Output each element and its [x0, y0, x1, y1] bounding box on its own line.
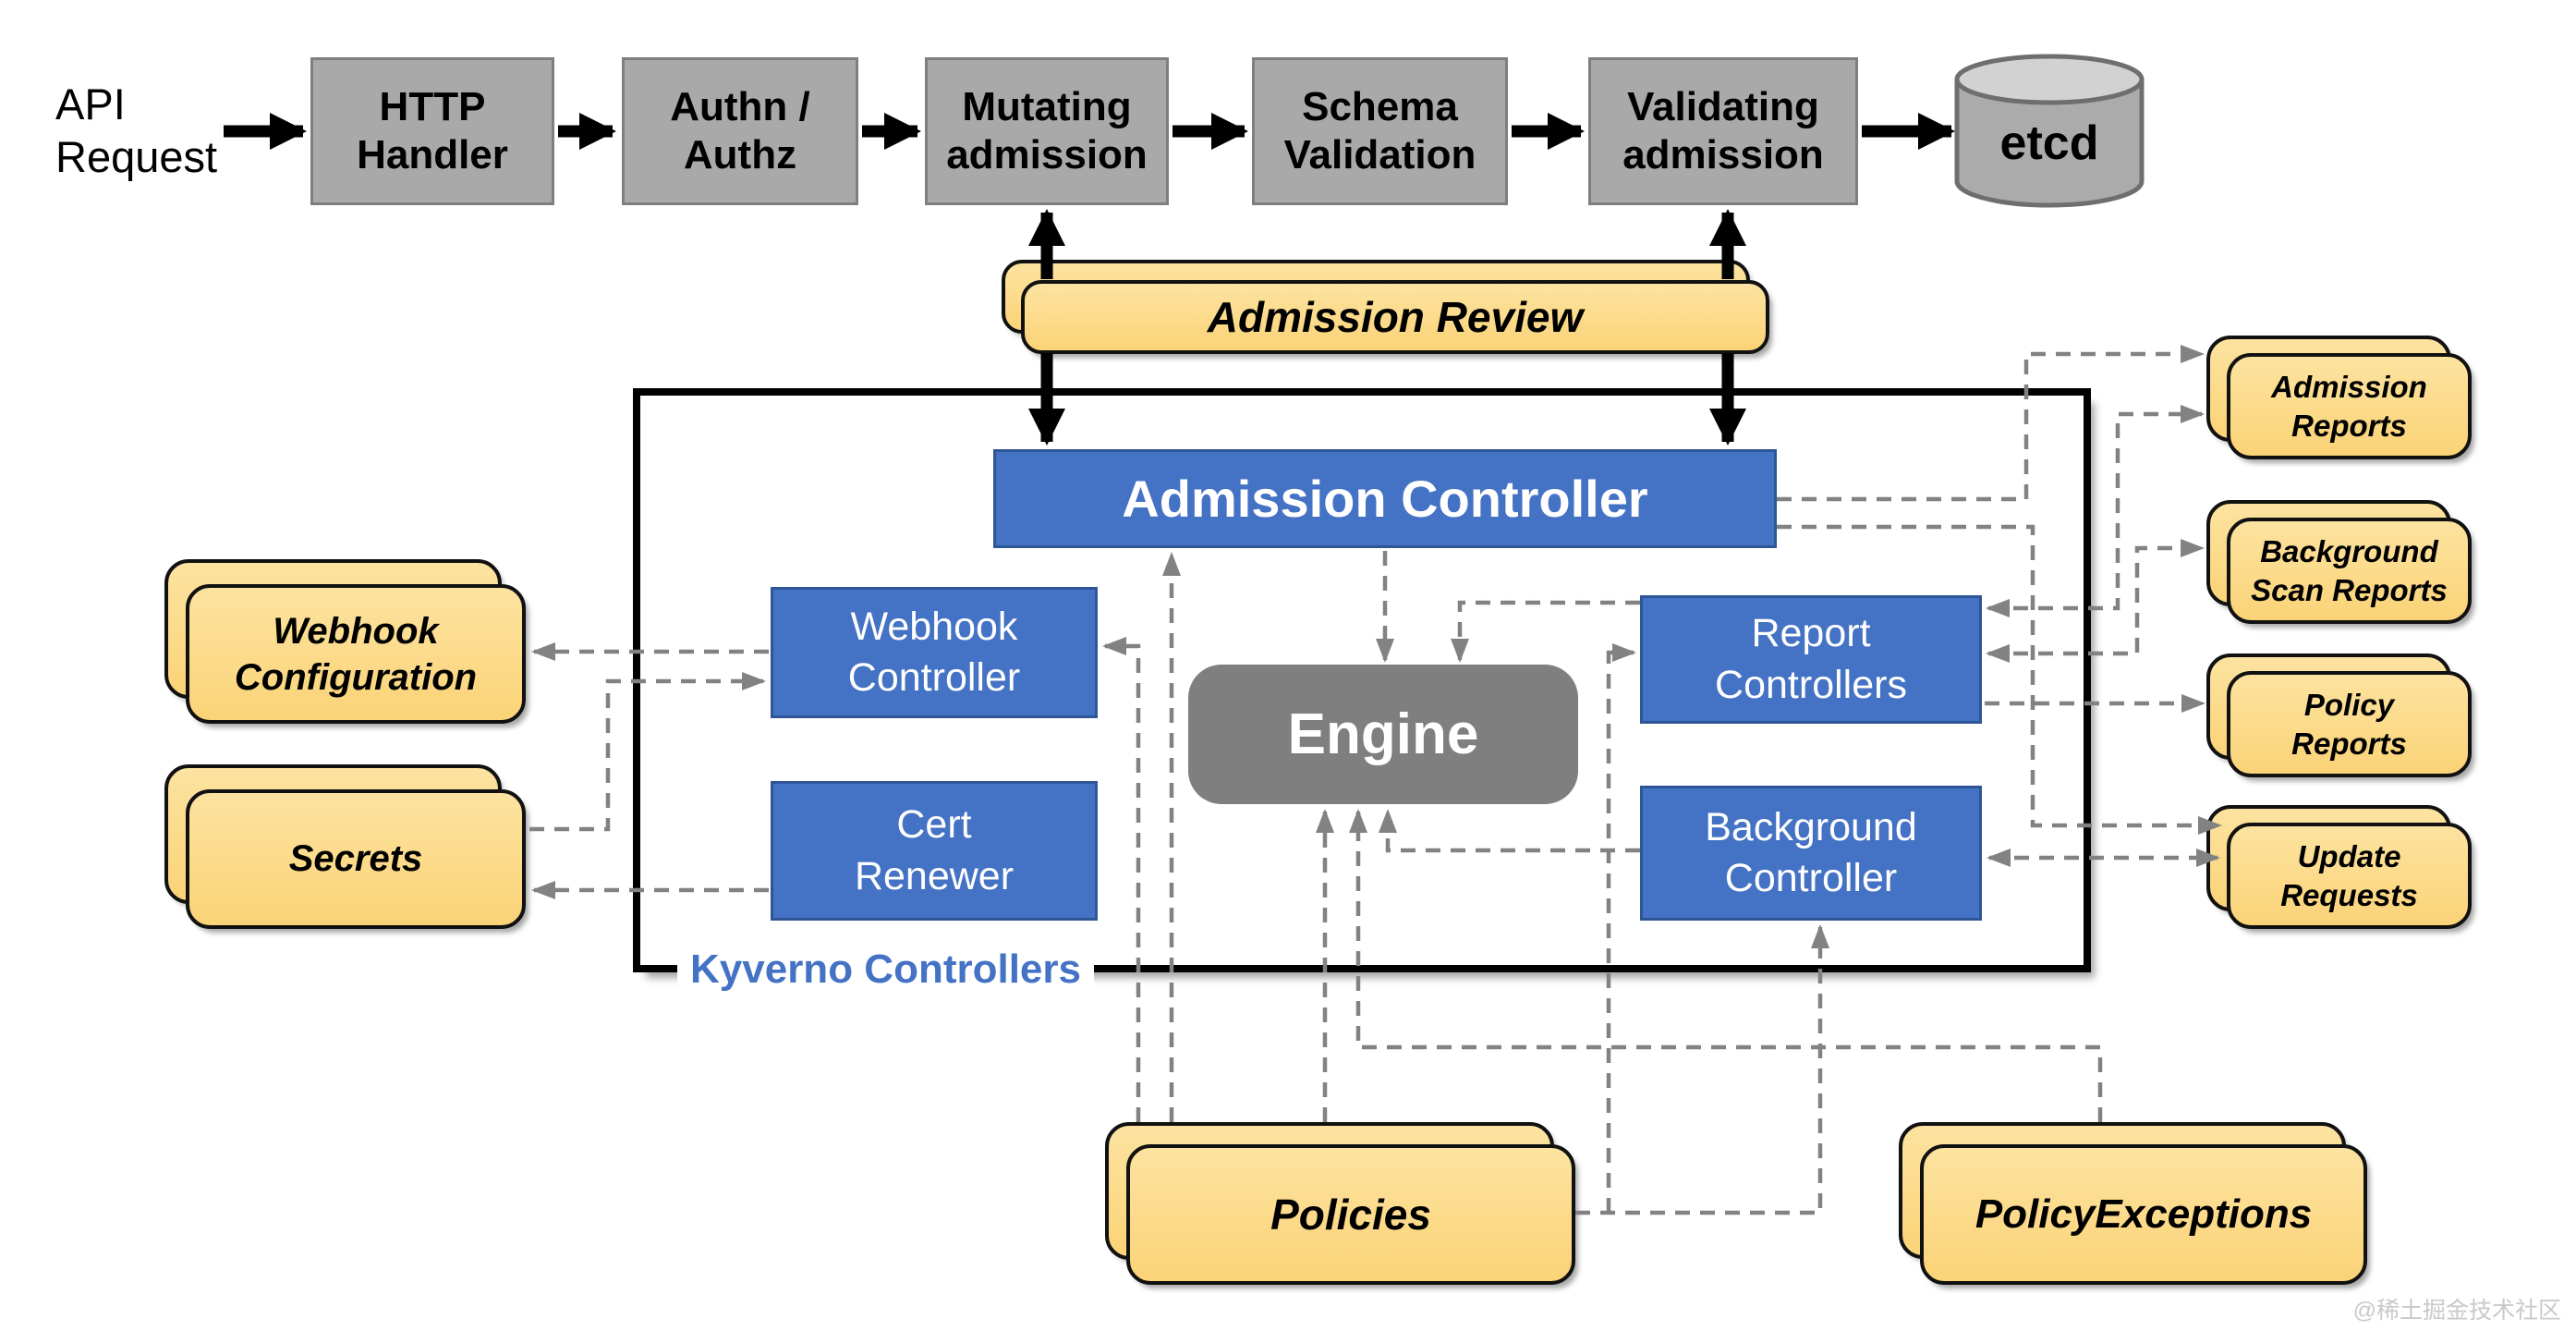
engine-label: Engine [1287, 702, 1479, 766]
etcd-label: etcd [1999, 116, 2099, 170]
admission-reports-label: Admission Reports [2271, 370, 2427, 443]
report-controllers-box: Report Controllers [1640, 595, 1982, 724]
background-scan-reports-label: Background Scan Reports [2251, 534, 2448, 607]
secrets: Secrets [186, 789, 526, 929]
pipeline-step-label: Validating admission [1622, 84, 1824, 177]
api-request-label: API Request [55, 79, 218, 182]
admission-review: Admission Review [1021, 280, 1769, 354]
policy-exceptions: PolicyExceptions [1920, 1144, 2367, 1285]
report-controllers-label: Report Controllers [1715, 611, 1907, 707]
engine-box: Engine [1188, 665, 1578, 804]
webhook-controller-box: Webhook Controller [771, 587, 1098, 718]
pipeline-step-label: Authn / Authz [670, 84, 810, 177]
pipeline-step-authn-authz: Authn / Authz [622, 57, 858, 205]
pipeline-step-label: HTTP Handler [357, 84, 508, 177]
policy-exceptions-label: PolicyExceptions [1975, 1191, 2313, 1237]
update-requests: Update Requests [2227, 823, 2472, 929]
background-controller-box: Background Controller [1640, 786, 1982, 921]
pipeline-step-label: Mutating admission [946, 84, 1148, 177]
etcd-database-icon [1954, 54, 2145, 208]
webhook-controller-label: Webhook Controller [847, 604, 1021, 700]
watermark: @稀土掘金技术社区 [2352, 1298, 2561, 1324]
policies: Policies [1126, 1144, 1575, 1285]
policy-reports: Policy Reports [2227, 671, 2472, 777]
pipeline-step-mutating-admission: Mutating admission [925, 57, 1169, 205]
webhook-configuration: Webhook Configuration [186, 584, 526, 724]
background-scan-reports: Background Scan Reports [2227, 518, 2472, 624]
admission-controller-box: Admission Controller [993, 449, 1777, 548]
admission-reports: Admission Reports [2227, 353, 2472, 459]
admission-controller-label: Admission Controller [1122, 469, 1648, 528]
kyverno-controllers-caption: Kyverno Controllers [677, 945, 1094, 995]
cert-renewer-label: Cert Renewer [854, 802, 1015, 898]
secrets-label: Secrets [288, 838, 423, 879]
policy-reports-label: Policy Reports [2291, 688, 2407, 761]
webhook-configuration-label: Webhook Configuration [234, 610, 478, 698]
admission-review-label: Admission Review [1207, 293, 1584, 341]
cert-renewer-box: Cert Renewer [771, 781, 1098, 921]
pipeline-step-schema-validation: Schema Validation [1252, 57, 1508, 205]
policies-label: Policies [1270, 1191, 1431, 1239]
pipeline-step-label: Schema Validation [1283, 84, 1476, 177]
pipeline-step-http-handler: HTTP Handler [310, 57, 554, 205]
update-requests-label: Update Requests [2280, 839, 2418, 912]
pipeline-step-validating-admission: Validating admission [1588, 57, 1858, 205]
background-controller-label: Background Controller [1705, 804, 1917, 900]
